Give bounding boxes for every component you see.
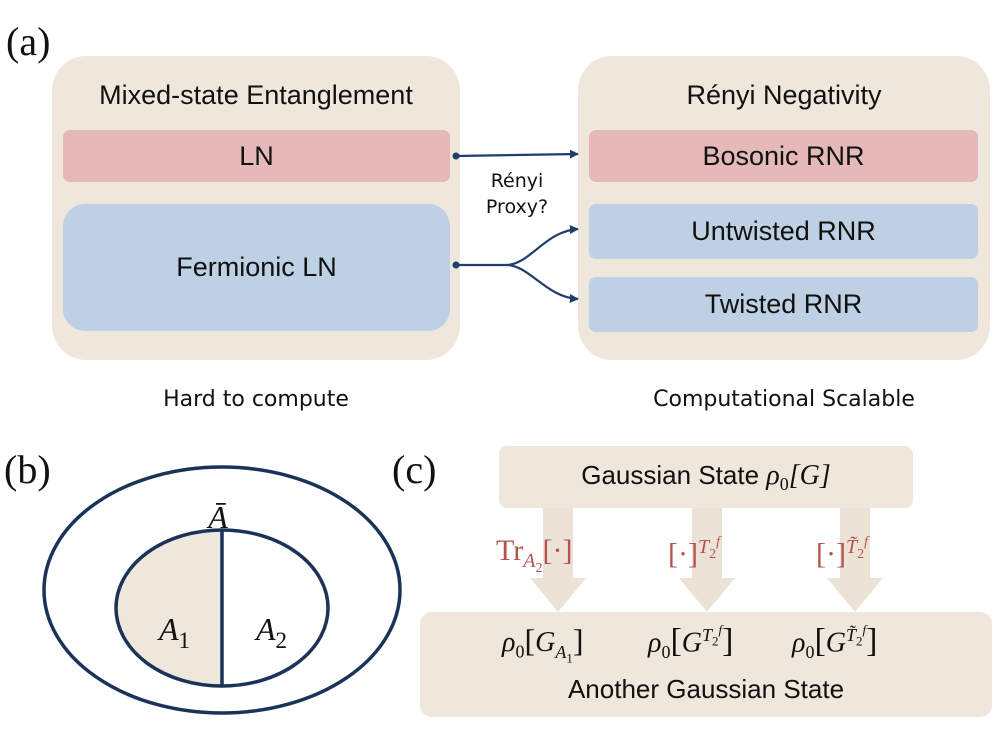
panel-c-label: (c) (392, 447, 437, 492)
a1-label: A1 (157, 611, 190, 653)
computational-scalable-caption: Computational Scalable (653, 387, 915, 412)
ln-bar: LN (63, 130, 450, 182)
gaussian-state-rho: ρ (766, 460, 780, 491)
bosonic-rnr-bar: Bosonic RNR (589, 130, 978, 182)
tw-rho: ρ (792, 627, 806, 659)
tt-arg: [·] (816, 537, 846, 571)
partial-transpose-operator: [·]T2f (668, 534, 720, 572)
tw-open: [ (814, 622, 826, 660)
tw-rho-sub: 0 (805, 641, 815, 662)
t2f-arrow (679, 508, 735, 612)
tw-close: ] (866, 622, 878, 660)
renyi-proxy-line2: Proxy? (485, 196, 549, 218)
a2-label: A2 (254, 611, 287, 653)
tt-sup-f: f (864, 534, 868, 549)
gaussian-state-arg: [G] (788, 460, 831, 491)
a1-sub: 1 (179, 628, 191, 653)
ts-rho: ρ (648, 627, 662, 659)
gaussian-state-text: Gaussian State ρ0[G] (499, 460, 913, 495)
transposed-state-term: ρ0[GT2f] (648, 622, 733, 663)
gaussian-state-word: Gaussian State (581, 460, 760, 490)
a2-main: A (254, 611, 276, 647)
t2f-tilde-arrow (827, 508, 883, 612)
twisted-state-term: ρ0[GT̃2f] (792, 622, 877, 663)
pt-sup-f: f (716, 534, 720, 549)
reduced-state-term: ρ0[GA1] (502, 622, 584, 666)
ts-t-sup: f (718, 622, 723, 637)
tr-arg: [·] (542, 534, 573, 567)
tr-sub-2: 2 (535, 561, 543, 576)
panel-a-label: (a) (6, 19, 51, 64)
ts-g: G (681, 627, 703, 659)
rs-a: A (555, 641, 567, 662)
pt-sup-t: T (697, 535, 710, 558)
pt-sup-sub: 2 (709, 546, 717, 562)
partial-trace-operator: TrA2[·] (496, 534, 572, 577)
twisted-rnr-bar: Twisted RNR (589, 277, 978, 332)
panel-b-label: (b) (4, 447, 51, 492)
mixed-state-entanglement-title: Mixed-state Entanglement (99, 80, 413, 110)
gaussian-state-box (499, 446, 913, 508)
tr-text: Tr (496, 534, 524, 567)
rs-rho: ρ (502, 627, 516, 658)
twisted-transpose-operator: [·]T̃2f (816, 534, 868, 572)
gaussian-state-rho-sub: 0 (779, 474, 789, 495)
subregion-a1-fill (116, 530, 222, 686)
ln-to-bosonic-arrow (455, 149, 579, 159)
ts-t: T (702, 625, 713, 645)
tr-arrow (530, 508, 586, 612)
fermionic-to-twisted-arrow (505, 263, 579, 303)
ts-close: ] (722, 622, 734, 660)
rs-close: ] (572, 622, 584, 658)
renyi-proxy-line1: Rényi (490, 170, 544, 192)
rs-open: [ (524, 622, 536, 658)
tw-g: G (825, 627, 847, 659)
tt-sup-sub: 2 (857, 546, 865, 562)
tw-t-sup: f (862, 622, 867, 637)
untwisted-rnr-bar: Untwisted RNR (589, 204, 978, 259)
tw-t-sub: 2 (856, 633, 863, 649)
renyi-negativity-title: Rényi Negativity (686, 80, 882, 110)
hard-to-compute-caption: Hard to compute (163, 387, 349, 412)
ts-open: [ (670, 622, 682, 660)
ts-t-sub: 2 (712, 633, 719, 649)
rs-a-sub: 1 (566, 650, 573, 666)
a2-sub: 2 (276, 628, 288, 653)
outer-region-label: Ā (206, 499, 228, 535)
renyi-proxy-label: Rényi Proxy? (462, 168, 572, 220)
tt-sup-t: T̃ (845, 535, 858, 558)
tr-sub-a: A (523, 550, 536, 572)
a1-main: A (157, 611, 179, 647)
another-gaussian-state-box (420, 612, 992, 717)
fermionic-ln-bar: Fermionic LN (63, 204, 450, 331)
rs-g: G (535, 627, 556, 658)
ts-rho-sub: 0 (661, 641, 671, 662)
tw-t: T̃ (846, 625, 857, 645)
another-gaussian-state-label: Another Gaussian State (567, 674, 845, 704)
pt-arg: [·] (668, 537, 698, 571)
rs-rho-sub: 0 (515, 641, 525, 662)
